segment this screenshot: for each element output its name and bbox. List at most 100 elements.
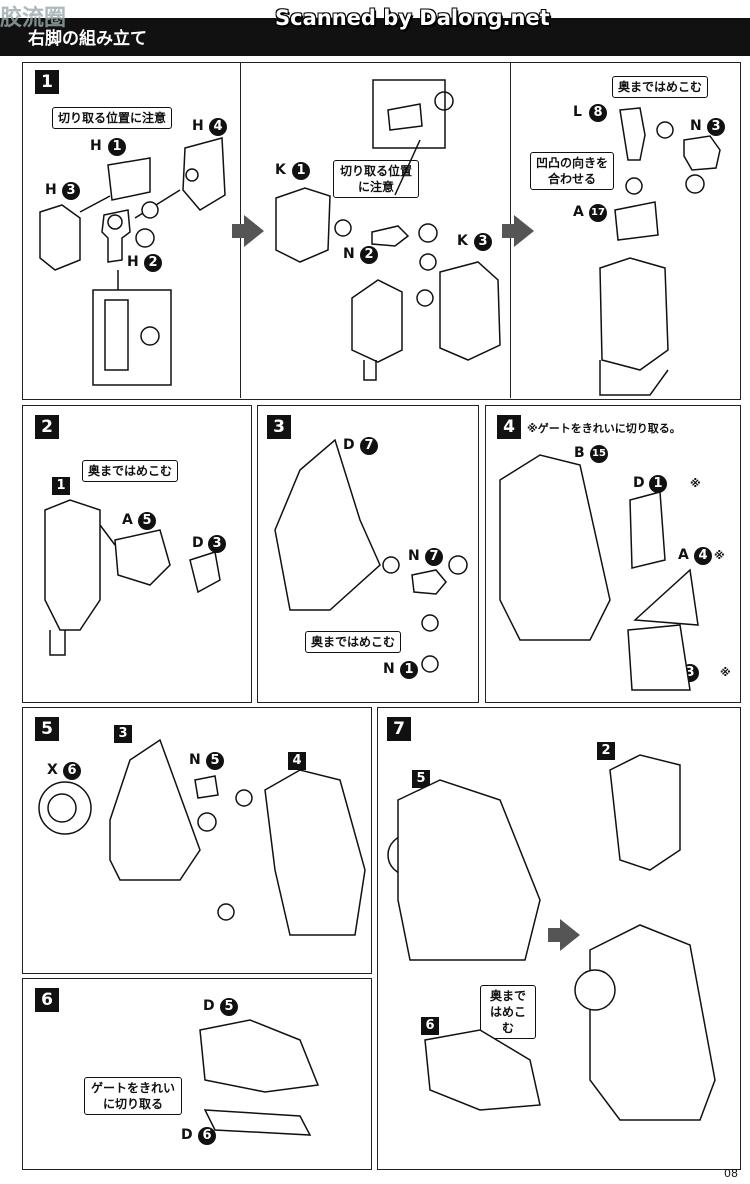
part-thigh-lower — [599, 360, 669, 396]
step-circle-3-2 — [382, 556, 400, 574]
part-label-n5: N — [189, 752, 201, 768]
part-num-n1: 1 — [400, 661, 418, 679]
watermark: Scanned by Dalong.net — [275, 6, 550, 30]
step-3-number: 3 — [267, 415, 291, 439]
gate-mark-a3: ※ — [720, 666, 731, 679]
warn-icon-7 — [448, 555, 468, 575]
part-n1-ball — [421, 655, 439, 673]
part-d6-plate — [203, 1109, 312, 1136]
flow-arrow-2-stem — [502, 224, 516, 238]
part-label-n2: N — [343, 246, 355, 262]
part-label-h1: H — [90, 138, 102, 154]
part-d1-shape — [629, 491, 666, 569]
step-7-inner-5: 5 — [412, 770, 430, 788]
part-num-d3: 3 — [208, 535, 226, 553]
part-n7-shape — [411, 569, 447, 595]
step-1-number: 1 — [35, 70, 59, 94]
corner-mark: 胶流圈 — [0, 6, 67, 31]
step-3-push-note: 奥まではめこむ — [305, 631, 402, 653]
warn-icon-2 — [140, 326, 160, 346]
part-shell-5 — [264, 769, 366, 936]
step-circle-3-1 — [421, 614, 439, 632]
part-a17-shape — [614, 201, 659, 241]
step-4-gate-note: ※ゲートをきれいに切り取る。 — [527, 422, 681, 435]
part-num-a17: 17 — [589, 204, 607, 222]
wheel-7b — [574, 969, 616, 1011]
step-6-number: 6 — [35, 988, 59, 1012]
part-num-d1: 1 — [649, 475, 667, 493]
part-a5-shape — [114, 529, 171, 586]
part-d3-shape — [189, 551, 221, 594]
gate-mark-a4: ※ — [714, 549, 725, 562]
part-num-k3: 3 — [474, 233, 492, 251]
part-num-h1: 1 — [108, 138, 126, 156]
part-n2-shape — [371, 225, 410, 247]
step-circle-1b-3 — [334, 219, 352, 237]
warn-icon-8 — [197, 812, 217, 832]
cut-position-note: 切り取る位置に注意 — [52, 107, 173, 129]
step-4-number: 4 — [497, 415, 521, 439]
part-label-h4: H — [192, 118, 204, 134]
step-circle-1c-2 — [625, 177, 643, 195]
step-circle-1b-1 — [416, 289, 434, 307]
step-7-number: 7 — [387, 717, 411, 741]
step-5-inner-3: 3 — [114, 725, 132, 743]
part-knee-stem — [363, 360, 377, 381]
part-label-d1: D — [633, 475, 645, 491]
part-thigh-shape — [599, 257, 669, 371]
step-7-push-note: 奥まではめこむ — [480, 985, 536, 1039]
part-num-d6: 6 — [198, 1127, 216, 1145]
step-2-push-note: 奥まではめこむ — [82, 460, 179, 482]
part-label-d7: D — [343, 437, 355, 453]
flow-arrow-1 — [244, 215, 264, 247]
part-label-d5: D — [203, 998, 215, 1014]
detail-box-1a — [92, 289, 172, 386]
step-6-gate-note: ゲートをきれいに切り取る — [84, 1077, 182, 1115]
warn-icon-1 — [135, 228, 155, 248]
part-x6-hub — [47, 793, 77, 823]
step-5-inner-4: 4 — [288, 752, 306, 770]
part-n5-shape — [194, 775, 219, 799]
step-7-inner-6: 6 — [421, 1017, 439, 1035]
part-h3-shape — [39, 204, 81, 271]
part-h4-shape — [182, 137, 226, 211]
flow-arrow-1-stem — [232, 224, 246, 238]
part-label-k3: K — [457, 233, 468, 249]
part-num-a5: 5 — [138, 512, 156, 530]
part-label-a17: A — [573, 204, 584, 220]
part-num-l8: 8 — [589, 104, 607, 122]
header-bar: 右脚の組み立て — [0, 18, 750, 56]
arrow-h3 — [79, 195, 111, 213]
push-in-note: 奥まではめこむ — [612, 76, 709, 98]
part-shell-4 — [499, 454, 611, 641]
part-label-b15: B — [574, 445, 585, 461]
part-h2-shape — [101, 209, 131, 263]
warn-icon-3 — [185, 168, 199, 182]
warn-icon-4 — [434, 91, 454, 111]
part-frame-5 — [109, 738, 201, 881]
part-leg-stem-2 — [49, 630, 66, 656]
step-circle-1a — [141, 201, 159, 219]
part-l8-shape — [619, 107, 646, 161]
part-label-a4: A — [678, 547, 689, 563]
part-num-n3: 3 — [707, 118, 725, 136]
part-label-n1: N — [383, 661, 395, 677]
part-n3-shape — [683, 135, 721, 171]
page-title: 右脚の組み立て — [28, 29, 147, 49]
part-num-a4: 4 — [694, 547, 712, 565]
leader-1b — [394, 139, 421, 196]
part-x6-wheel — [38, 781, 92, 835]
warn-icon-6 — [685, 174, 705, 194]
flow-arrow-2 — [514, 215, 534, 247]
leader-2 — [99, 524, 116, 546]
part-label-k1: K — [275, 162, 286, 178]
detail-part-1b — [387, 103, 423, 131]
part-shell-7a — [397, 779, 541, 961]
detail-part-1a — [104, 299, 129, 371]
align-note: 凹凸の向きを合わせる — [530, 152, 614, 190]
part-label-h3: H — [45, 182, 57, 198]
step-2-number: 2 — [35, 415, 59, 439]
part-h1-shape — [107, 157, 151, 201]
part-num-d7: 7 — [360, 437, 378, 455]
